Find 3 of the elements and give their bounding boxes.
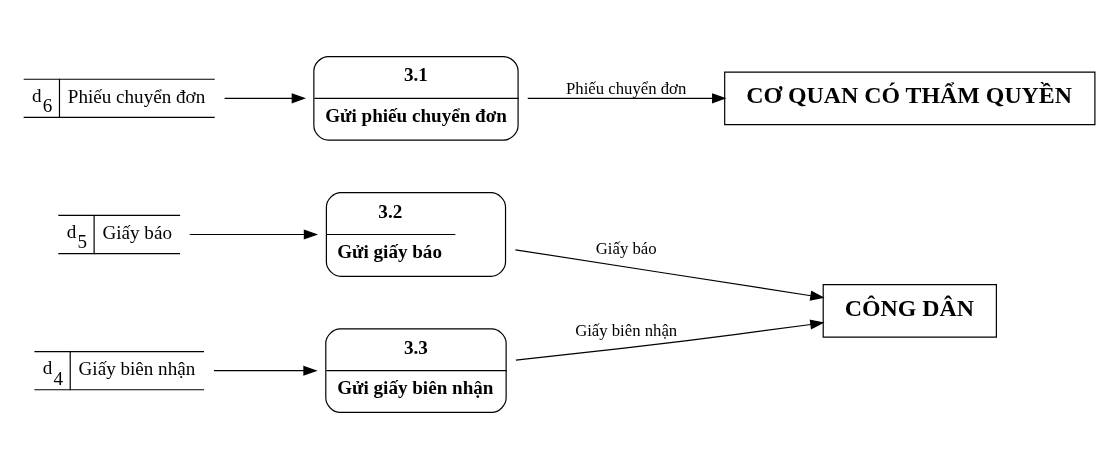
edge-label: Giấy báo [595, 238, 657, 258]
edge-label: Giấy biên nhận [575, 320, 678, 340]
edge-label: Phiếu chuyển đơn [566, 78, 687, 98]
